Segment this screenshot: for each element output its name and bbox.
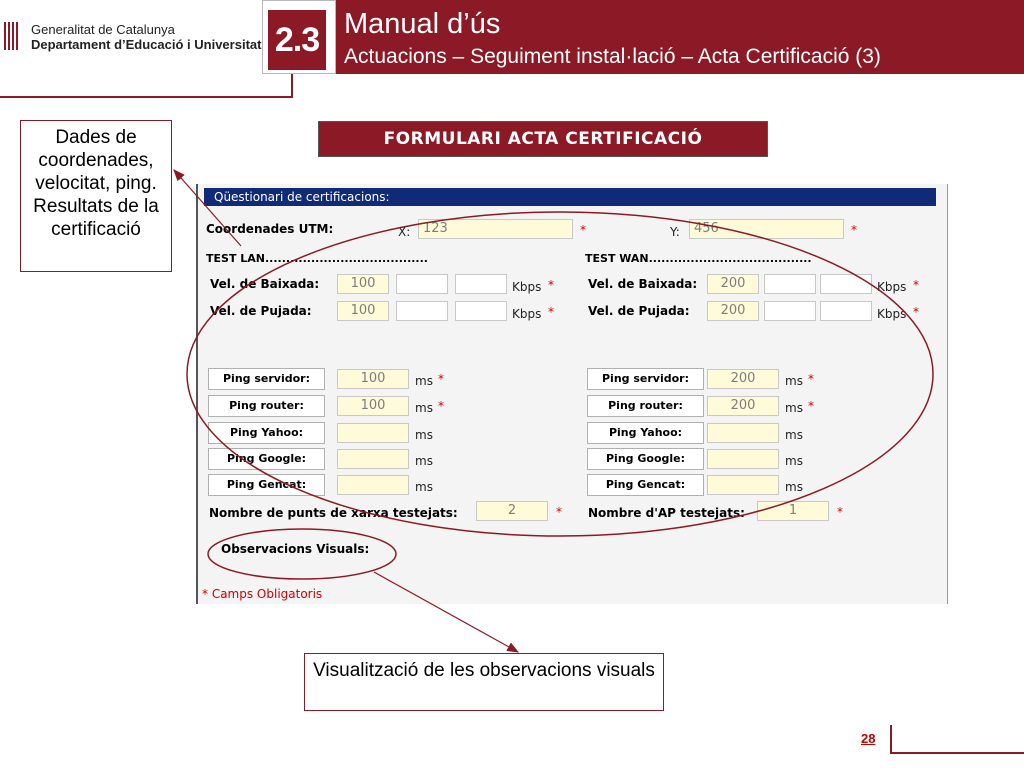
- ping-unit: ms: [785, 428, 803, 442]
- page-subtitle: Actuacions – Seguiment instal·lació – Ac…: [344, 45, 881, 68]
- ping-unit: ms: [785, 374, 803, 388]
- ping-unit: ms: [785, 480, 803, 494]
- certification-form-panel: [196, 184, 948, 604]
- generalitat-logo: Generalitat de Catalunya Departament d’E…: [4, 22, 269, 52]
- ping-wan-input[interactable]: [707, 475, 779, 495]
- ping-unit: ms: [415, 480, 433, 494]
- ping-wan-label: Ping router:: [587, 395, 704, 417]
- ping-wan-input[interactable]: 200: [707, 369, 779, 389]
- wan-up-label: Vel. de Pujada:: [588, 304, 690, 318]
- ap-input[interactable]: 1: [757, 501, 829, 521]
- org-line-2: Departament d’Educació i Universitats: [31, 37, 269, 52]
- required-mark: *: [913, 278, 919, 292]
- wan-down-input-3[interactable]: [820, 274, 872, 294]
- y-label: Y:: [670, 225, 680, 239]
- chapter-number: 2.3: [268, 10, 326, 70]
- ping-lan-label: Ping Yahoo:: [208, 422, 325, 444]
- ping-wan-input[interactable]: [707, 423, 779, 443]
- test-wan-title: TEST WAN................................…: [585, 252, 812, 265]
- required-mark: *: [851, 223, 857, 237]
- ping-lan-label: Ping Google:: [208, 448, 325, 470]
- lan-up-input[interactable]: 100: [337, 301, 389, 321]
- net-points-label: Nombre de punts de xarxa testejats:: [209, 506, 458, 520]
- callout-observations: Visualització de les observacions visual…: [304, 653, 664, 711]
- test-lan-title: TEST LAN................................…: [206, 252, 428, 265]
- lan-down-input[interactable]: 100: [337, 274, 389, 294]
- net-points-input[interactable]: 2: [476, 501, 548, 521]
- x-label: X:: [398, 225, 411, 239]
- ping-unit: ms: [415, 401, 433, 415]
- wan-down-input[interactable]: 200: [707, 274, 759, 294]
- wan-up-unit: Kbps: [877, 307, 907, 321]
- ping-lan-input[interactable]: [337, 475, 409, 495]
- ping-unit: ms: [785, 401, 803, 415]
- footer-divider: [891, 752, 1024, 754]
- ping-wan-input[interactable]: 200: [707, 396, 779, 416]
- lan-down-label: Vel. de Baixada:: [210, 277, 320, 291]
- required-mark: *: [438, 372, 444, 386]
- lan-up-unit: Kbps: [512, 307, 542, 321]
- org-line-1: Generalitat de Catalunya: [31, 22, 175, 37]
- ping-unit: ms: [785, 454, 803, 468]
- required-mark: *: [548, 305, 554, 319]
- header-divider: [0, 96, 293, 98]
- lan-down-unit: Kbps: [512, 280, 542, 294]
- wan-up-input[interactable]: 200: [707, 301, 759, 321]
- ping-unit: ms: [415, 454, 433, 468]
- lan-up-input-2[interactable]: [396, 301, 448, 321]
- ping-wan-label: Ping Gencat:: [587, 474, 704, 496]
- lan-down-input-2[interactable]: [396, 274, 448, 294]
- required-mark: *: [913, 305, 919, 319]
- ping-lan-label: Ping Gencat:: [208, 474, 325, 496]
- questionnaire-header: Qüestionari de certificacions:: [204, 188, 936, 206]
- required-mark: *: [548, 278, 554, 292]
- generalitat-emblem-icon: [4, 22, 24, 52]
- ping-wan-input[interactable]: [707, 449, 779, 469]
- wan-down-input-2[interactable]: [764, 274, 816, 294]
- wan-up-input-3[interactable]: [820, 301, 872, 321]
- wan-down-label: Vel. de Baixada:: [588, 277, 698, 291]
- ping-unit: ms: [415, 374, 433, 388]
- required-mark: *: [556, 505, 562, 519]
- lan-up-label: Vel. de Pujada:: [210, 304, 312, 318]
- coords-label: Coordenades UTM:: [206, 222, 334, 236]
- required-mark: *: [438, 399, 444, 413]
- observations-label: Observacions Visuals:: [221, 542, 370, 556]
- ping-lan-label: Ping servidor:: [208, 368, 325, 390]
- ping-wan-label: Ping Yahoo:: [587, 422, 704, 444]
- ping-lan-input[interactable]: [337, 449, 409, 469]
- required-fields-note: * Camps Obligatoris: [202, 587, 323, 601]
- form-title: FORMULARI ACTA CERTIFICACIÓ: [318, 121, 768, 157]
- lan-up-input-3[interactable]: [455, 301, 507, 321]
- ping-unit: ms: [415, 428, 433, 442]
- lan-down-input-3[interactable]: [455, 274, 507, 294]
- ping-lan-label: Ping router:: [208, 395, 325, 417]
- ping-wan-label: Ping servidor:: [587, 368, 704, 390]
- ping-lan-input[interactable]: 100: [337, 396, 409, 416]
- page-number: 28: [861, 731, 876, 746]
- callout-coordinates: Dades de coordenades, velocitat, ping. R…: [20, 120, 172, 272]
- ping-wan-label: Ping Google:: [587, 448, 704, 470]
- page-title: Manual d’ús: [344, 8, 501, 40]
- footer-divider-vertical: [890, 725, 892, 754]
- wan-down-unit: Kbps: [877, 280, 907, 294]
- coord-x-input[interactable]: 123: [418, 219, 573, 239]
- ping-lan-input[interactable]: [337, 423, 409, 443]
- required-mark: *: [808, 372, 814, 386]
- required-mark: *: [837, 505, 843, 519]
- ping-lan-input[interactable]: 100: [337, 369, 409, 389]
- header-divider-vertical: [291, 74, 293, 98]
- ap-label: Nombre d'AP testejats:: [588, 506, 745, 520]
- header-bar: [300, 0, 1024, 74]
- required-mark: *: [580, 223, 586, 237]
- coord-y-input[interactable]: 456: [689, 219, 844, 239]
- required-mark: *: [808, 399, 814, 413]
- wan-up-input-2[interactable]: [764, 301, 816, 321]
